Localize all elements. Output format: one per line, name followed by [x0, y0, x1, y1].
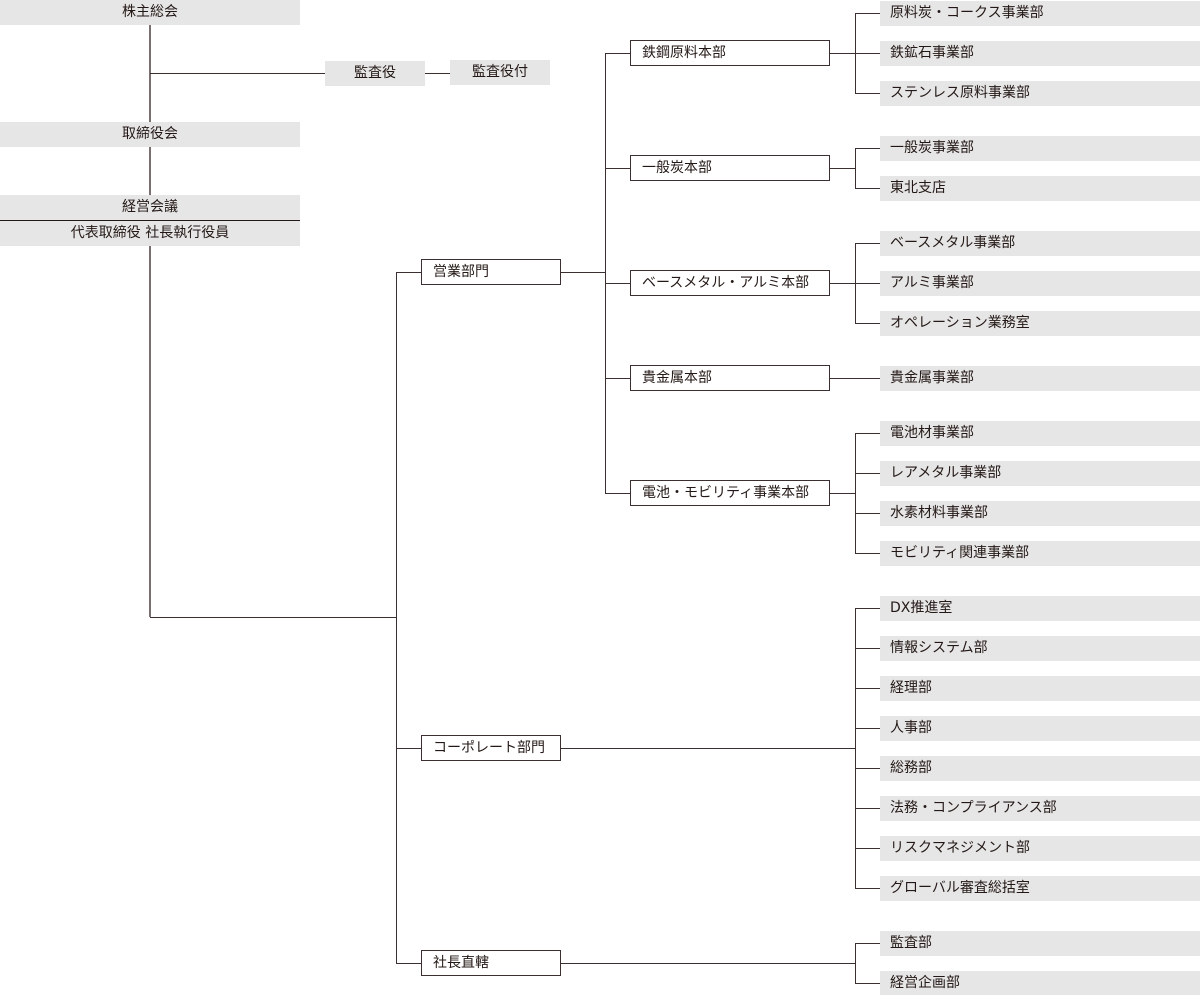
headquarters-box: 貴金属本部: [630, 365, 830, 391]
connector: [605, 168, 630, 169]
connector: [425, 73, 450, 74]
headquarters-box: 一般炭本部: [630, 155, 830, 181]
department-box: オペレーション業務室: [880, 311, 1200, 336]
connector: [855, 943, 856, 984]
connector: [150, 617, 396, 618]
connector: [855, 433, 856, 554]
connector: [830, 493, 855, 494]
department-box: モビリティ関連事業部: [880, 541, 1200, 566]
department-box: 監査部: [880, 931, 1200, 956]
department-box: 鉄鉱石事業部: [880, 41, 1200, 66]
connector: [605, 283, 630, 284]
auditor-staff-box: 監査役付: [450, 60, 550, 85]
department-box: ベースメタル事業部: [880, 231, 1200, 256]
connector: [149, 147, 151, 195]
connector: [855, 93, 880, 94]
department-box: 水素材料事業部: [880, 501, 1200, 526]
connector: [605, 378, 630, 379]
president-box: 代表取締役 社長執行役員: [0, 221, 300, 246]
department-box: DX推進室: [880, 596, 1200, 621]
department-box: 東北支店: [880, 176, 1200, 201]
connector: [855, 378, 880, 379]
connector: [855, 608, 856, 889]
connector: [605, 493, 630, 494]
department-box: 経営企画部: [880, 971, 1200, 995]
department-box: グローバル審査総括室: [880, 876, 1200, 901]
department-box: 法務・コンプライアンス部: [880, 796, 1200, 821]
headquarters-box: 鉄鋼原料本部: [630, 40, 830, 66]
connector: [855, 53, 880, 54]
connector: [855, 728, 880, 729]
department-box: 総務部: [880, 756, 1200, 781]
connector: [855, 243, 880, 244]
department-box: 原料炭・コークス事業部: [880, 1, 1200, 26]
headquarters-box: 電池・モビリティ事業本部: [630, 480, 830, 506]
connector: [855, 148, 880, 149]
connector: [855, 983, 880, 984]
connector: [830, 168, 855, 169]
connector: [561, 963, 855, 964]
department-box: リスクマネジメント部: [880, 836, 1200, 861]
connector: [855, 323, 880, 324]
connector: [830, 283, 855, 284]
connector: [150, 73, 325, 74]
connector: [855, 808, 880, 809]
connector: [855, 148, 856, 189]
department-box: 人事部: [880, 716, 1200, 741]
connector: [855, 433, 880, 434]
board-of-directors: 取締役会: [0, 122, 300, 147]
connector: [605, 53, 630, 54]
connector: [561, 272, 605, 273]
department-box: レアメタル事業部: [880, 461, 1200, 486]
connector: [396, 748, 421, 749]
connector: [855, 688, 880, 689]
department-box: 電池材事業部: [880, 421, 1200, 446]
headquarters-box: ベースメタル・アルミ本部: [630, 270, 830, 296]
connector: [855, 608, 880, 609]
department-box: ステンレス原料事業部: [880, 81, 1200, 106]
connector: [855, 888, 880, 889]
connector: [830, 53, 855, 54]
connector: [855, 553, 880, 554]
connector: [855, 943, 880, 944]
management-meeting: 経営会議: [0, 195, 300, 221]
department-box: 情報システム部: [880, 636, 1200, 661]
connector: [830, 378, 855, 379]
shareholders-meeting: 株主総会: [0, 0, 300, 25]
connector: [855, 13, 880, 14]
department-box: 一般炭事業部: [880, 136, 1200, 161]
department-box: 貴金属事業部: [880, 366, 1200, 391]
connector: [855, 188, 880, 189]
connector: [855, 848, 880, 849]
connector: [396, 272, 421, 273]
connector: [855, 648, 880, 649]
connector: [855, 768, 880, 769]
connector: [561, 748, 855, 749]
connector: [605, 53, 606, 494]
division-sales: 営業部門: [421, 259, 561, 285]
auditor-box: 監査役: [325, 61, 425, 86]
connector: [396, 963, 421, 964]
department-box: 経理部: [880, 676, 1200, 701]
connector: [855, 473, 880, 474]
division-direct: 社長直轄: [421, 950, 561, 976]
connector: [396, 272, 397, 963]
connector: [855, 283, 880, 284]
connector: [855, 513, 880, 514]
department-box: アルミ事業部: [880, 271, 1200, 296]
division-corporate: コーポレート部門: [421, 735, 561, 761]
connector: [149, 246, 151, 617]
